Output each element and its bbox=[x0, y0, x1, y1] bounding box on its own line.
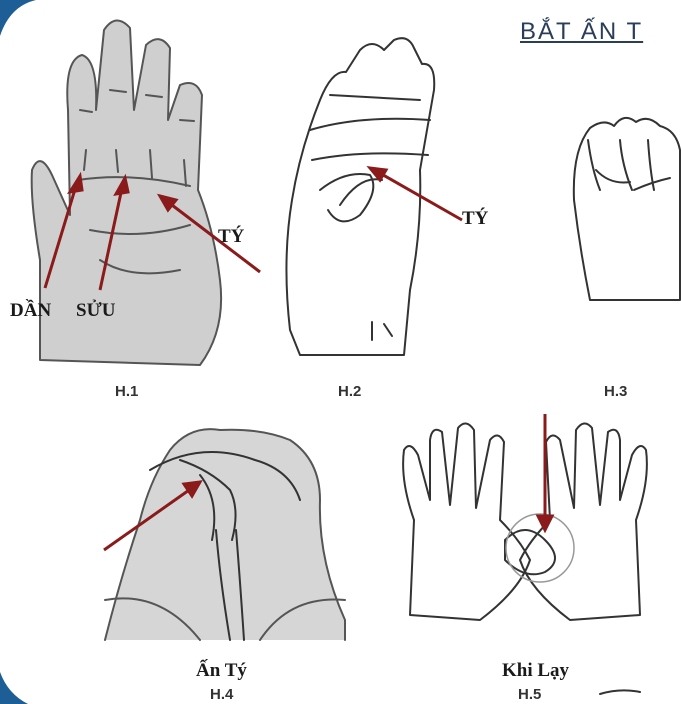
label-ty-2: TÝ bbox=[462, 208, 488, 230]
caption-h2: H.2 bbox=[338, 383, 361, 400]
label-suu: SỬU bbox=[76, 300, 115, 322]
caption-h3: H.3 bbox=[604, 383, 627, 400]
hand-figure-4 bbox=[105, 429, 345, 640]
caption-h4: H.4 bbox=[210, 686, 233, 703]
hand-figure-5 bbox=[403, 423, 647, 694]
label-an-ty: Ấn Tý bbox=[196, 660, 247, 682]
caption-h5: H.5 bbox=[518, 686, 541, 703]
label-dan: DẦN bbox=[10, 300, 51, 322]
caption-h1: H.1 bbox=[115, 383, 138, 400]
hand-figure-3 bbox=[574, 118, 680, 300]
label-ty-1: TÝ bbox=[218, 226, 244, 248]
hand-figure-2 bbox=[286, 38, 434, 355]
label-khi-lay: Khi Lạy bbox=[502, 660, 569, 682]
